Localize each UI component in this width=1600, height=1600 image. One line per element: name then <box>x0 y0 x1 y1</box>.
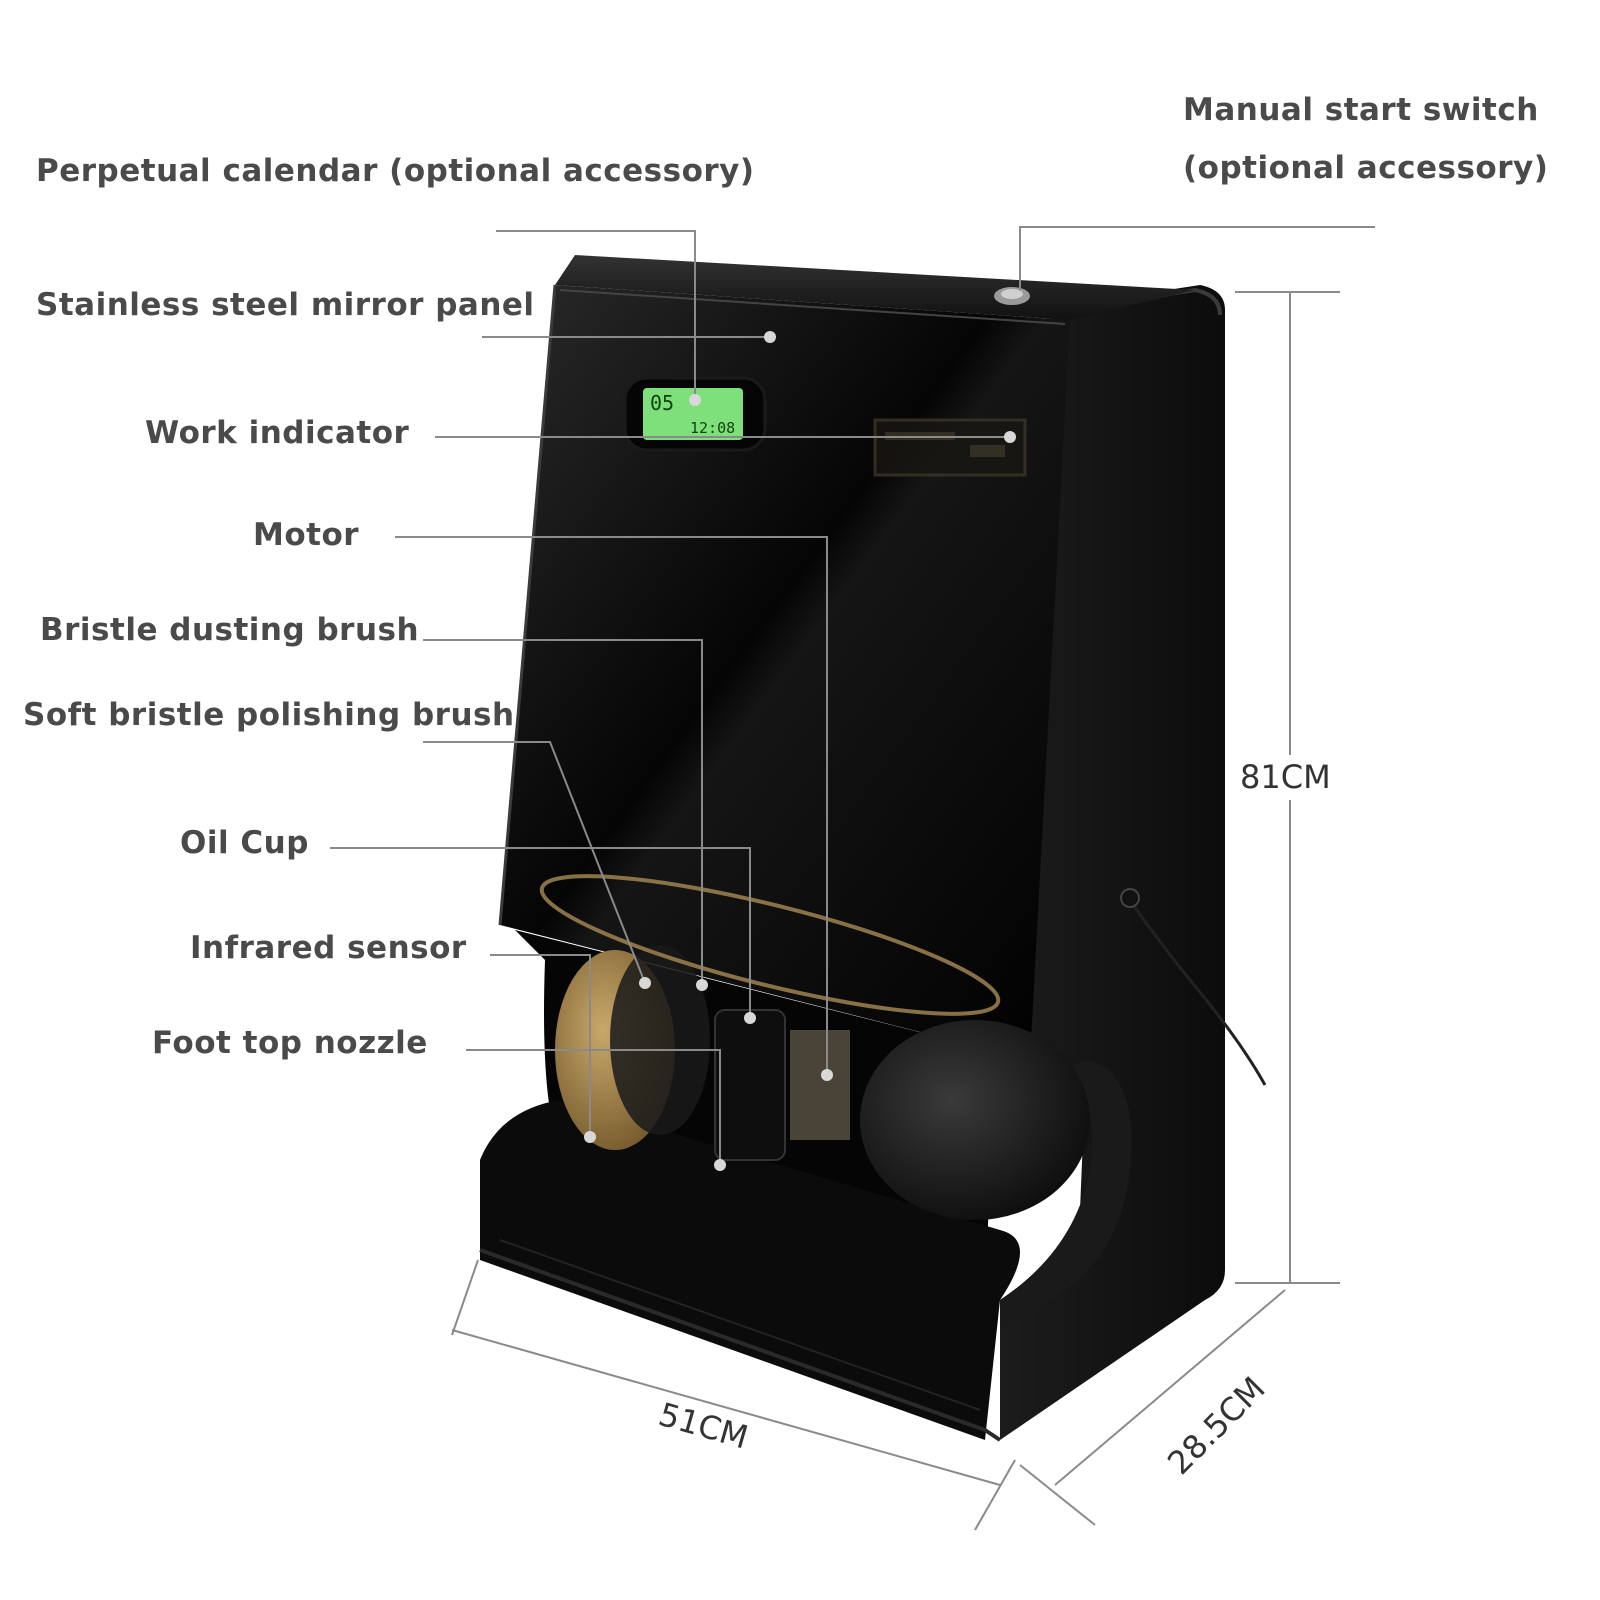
dimension-lines <box>451 291 1340 1531</box>
motor-housing <box>790 1030 850 1140</box>
label-work-indicator: Work indicator <box>145 415 410 451</box>
label-perpetual-calendar: Perpetual calendar (optional accessory) <box>36 153 755 189</box>
device-body <box>479 255 1267 1442</box>
label-dusting-brush: Bristle dusting brush <box>40 612 420 648</box>
label-manual-switch-line2: (optional accessory) <box>1183 150 1549 186</box>
leader-dots <box>584 331 1016 1171</box>
lcd-top-digits: 05 <box>650 391 674 415</box>
mirror-panel <box>500 285 1070 1060</box>
top-lid <box>555 255 1195 320</box>
manual-start-switch <box>994 287 1030 305</box>
work-indicator-panel <box>873 418 1027 477</box>
polishing-brush <box>860 1020 1090 1220</box>
label-infrared-sensor: Infrared sensor <box>190 930 467 966</box>
label-motor: Motor <box>253 517 360 553</box>
dimension-height: 81CM <box>1240 758 1331 796</box>
power-cord <box>1128 899 1267 1086</box>
label-polishing-brush: Soft bristle polishing brush <box>23 697 515 733</box>
label-foot-nozzle: Foot top nozzle <box>152 1025 428 1061</box>
base <box>480 1100 1020 1440</box>
sensor-highlight <box>539 874 1001 1016</box>
label-mirror-panel: Stainless steel mirror panel <box>36 287 535 323</box>
lcd-bottom-digits: 12:08 <box>690 419 735 437</box>
leader-lines <box>330 226 1375 1165</box>
lcd-calendar: 05 12:08 <box>623 376 767 452</box>
oil-cup <box>714 1009 786 1161</box>
label-oil-cup: Oil Cup <box>180 825 309 861</box>
label-manual-switch-line1: Manual start switch <box>1183 92 1539 128</box>
